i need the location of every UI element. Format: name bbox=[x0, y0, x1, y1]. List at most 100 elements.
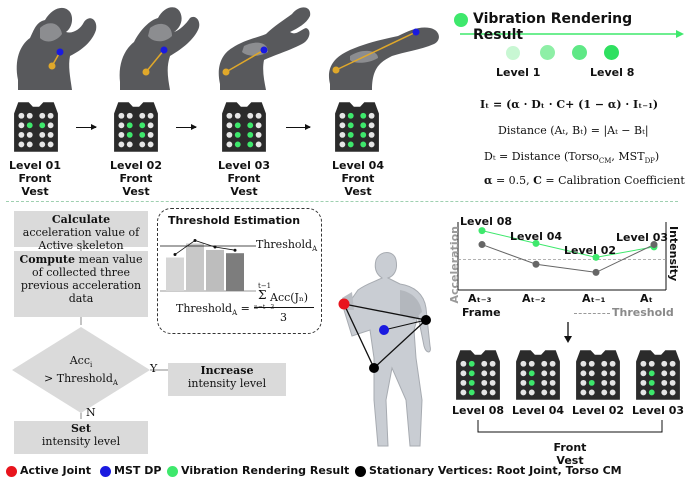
stationary-vertex-1 bbox=[421, 315, 431, 325]
pose-figures bbox=[16, 7, 439, 91]
threshold-bars bbox=[160, 238, 256, 292]
level-circle-3 bbox=[572, 45, 587, 60]
pose-figure-2 bbox=[119, 7, 200, 91]
legend-mst-dp: MST DP bbox=[114, 464, 162, 477]
acceleration-point-4 bbox=[650, 241, 658, 249]
legend-active-joint: Active Joint bbox=[20, 464, 92, 477]
formula-alpha: α = 0.5, C = Calibration Coefficient bbox=[484, 174, 685, 187]
acceleration-point-1 bbox=[478, 241, 486, 249]
accel-intensity-chart bbox=[457, 222, 667, 291]
x-tick-2: Aₜ₋₂ bbox=[522, 292, 546, 305]
threshold-trend-line bbox=[174, 240, 236, 255]
x-tick-3: Aₜ₋₁ bbox=[582, 292, 606, 305]
level-high-label: Level 8 bbox=[590, 66, 635, 79]
fraction-denominator: 3 bbox=[280, 311, 287, 324]
bottom-vest-label-4: Level 03 bbox=[632, 404, 685, 417]
front-vest-group-label: Front Vest bbox=[553, 441, 587, 467]
top-vest-2 bbox=[114, 102, 158, 152]
intensity-point-2 bbox=[532, 239, 540, 247]
pose-figure-1 bbox=[16, 7, 97, 90]
formula-dt: Dₜ = Distance (TorsoCM, MSTDP) bbox=[484, 150, 660, 166]
sum-numerator: Acc(Jₙ) bbox=[270, 291, 309, 304]
threshold-point-2 bbox=[193, 238, 197, 242]
threshold-title: Threshold Estimation bbox=[168, 214, 301, 227]
sum-top: t−1 bbox=[258, 282, 272, 290]
arrow-3 bbox=[286, 124, 311, 130]
result-dot bbox=[454, 13, 468, 27]
flow-connectors bbox=[12, 243, 168, 419]
legend-vibration: Vibration Rendering Result bbox=[181, 464, 350, 477]
legend-active-joint-dot bbox=[6, 466, 17, 477]
threshold-point-4 bbox=[233, 248, 237, 252]
legend-vibration-dot bbox=[167, 466, 178, 477]
threshold-bar-2 bbox=[186, 243, 204, 291]
bottom-vest-1 bbox=[456, 350, 500, 400]
formula-distance: Distance (Aₜ, Bₜ) = |Aₜ − Bₜ| bbox=[498, 124, 649, 137]
result-title: Vibration Rendering Result bbox=[473, 11, 633, 43]
compute-box: Compute mean value of collected three pr… bbox=[14, 251, 148, 317]
joint-dot-3 bbox=[222, 68, 230, 76]
acceleration-point-3 bbox=[592, 268, 600, 276]
intensity-axis-label: Intensity bbox=[667, 226, 680, 282]
x-tick-4: Aₜ bbox=[640, 292, 653, 305]
threshold-box bbox=[157, 208, 322, 334]
level-circle-2 bbox=[540, 45, 555, 60]
legend-mst-dp-dot bbox=[100, 466, 111, 477]
formula-intensity: Iₜ = (α · Dₜ · C+ (1 − α) · Iₜ₋₁) bbox=[480, 98, 659, 111]
bottom-vest-2 bbox=[516, 350, 560, 400]
joint-dot-2 bbox=[142, 68, 150, 76]
joint-dot-4 bbox=[332, 66, 340, 74]
mannequin bbox=[338, 252, 431, 447]
intensity-line bbox=[481, 230, 655, 258]
level-low-label: Level 1 bbox=[496, 66, 541, 79]
bottom-vest-3 bbox=[576, 350, 620, 400]
arrow-1 bbox=[76, 124, 97, 130]
frame-label: Frame bbox=[462, 306, 501, 319]
level-circle-4 bbox=[604, 45, 619, 60]
bottom-vest-label-2: Level 04 bbox=[512, 404, 565, 417]
top-vest-1 bbox=[14, 102, 58, 152]
acceleration-axis-label: Acceleration bbox=[448, 226, 461, 304]
pose-figure-4 bbox=[328, 27, 439, 90]
acceleration-point-2 bbox=[532, 260, 540, 268]
chart-top-label-1: Level 08 bbox=[460, 215, 513, 228]
yes-label: Y bbox=[150, 362, 158, 375]
intensity-point-1 bbox=[478, 227, 486, 235]
threshold-bar-3 bbox=[206, 249, 224, 291]
legend-stationary-dot bbox=[355, 466, 366, 477]
chart-top-label-3: Level 02 bbox=[564, 244, 617, 257]
top-vest-3 bbox=[222, 102, 266, 152]
sum-symbol: Σ bbox=[258, 288, 267, 302]
threshold-label: ThresholdA bbox=[256, 238, 318, 254]
arrow-2 bbox=[176, 124, 197, 130]
no-label: N bbox=[86, 406, 96, 419]
mst-dp-dot-1 bbox=[56, 48, 64, 56]
x-tick-1: Aₜ₋₃ bbox=[468, 292, 492, 305]
result-arrow bbox=[460, 30, 684, 38]
joint-dot-1 bbox=[48, 62, 56, 70]
threshold-legend-label: Threshold bbox=[612, 306, 674, 319]
threshold-bar-1 bbox=[166, 257, 184, 291]
threshold-point-1 bbox=[173, 253, 177, 257]
top-vest-4 bbox=[335, 102, 379, 152]
decision-diamond bbox=[12, 327, 150, 413]
active-joint-dot bbox=[338, 298, 350, 310]
decision-text: Acci> ThresholdA bbox=[44, 354, 118, 388]
threshold-eq-lhs: ThresholdA = bbox=[176, 302, 250, 318]
acceleration-line bbox=[481, 244, 655, 273]
section-divider bbox=[6, 201, 678, 202]
mst-dp-dot-3 bbox=[260, 46, 268, 54]
chart-top-label-4: Level 03 bbox=[616, 231, 669, 244]
threshold-bar-4 bbox=[226, 253, 244, 291]
bottom-vest-label-1: Level 08 bbox=[452, 404, 505, 417]
chart-top-label-2: Level 04 bbox=[510, 230, 563, 243]
bottom-vest-label-3: Level 02 bbox=[572, 404, 625, 417]
mst-dp-dot bbox=[379, 325, 389, 335]
